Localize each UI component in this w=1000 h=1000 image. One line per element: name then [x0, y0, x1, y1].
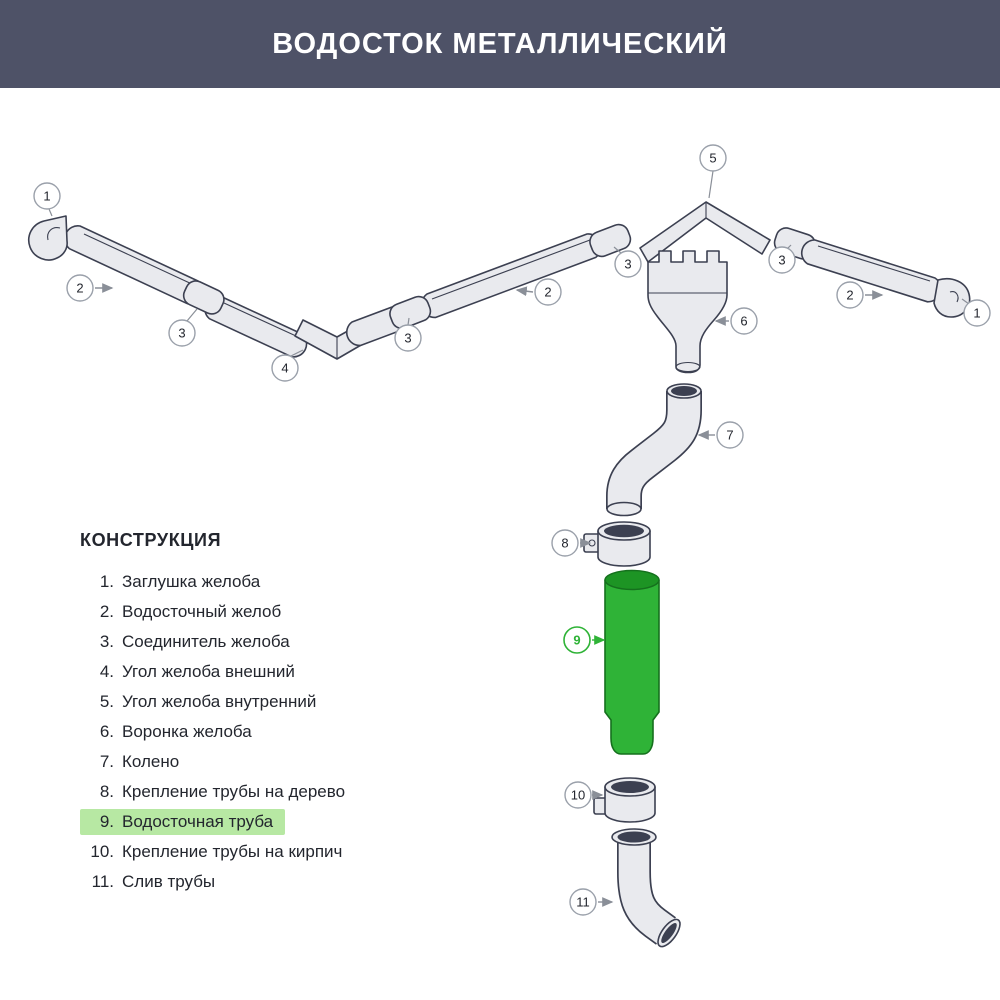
svg-text:4: 4 [281, 361, 288, 376]
callout-downpipe: 9 [563, 626, 591, 654]
legend-item-label: Угол желоба внешний [122, 662, 295, 681]
svg-text:3: 3 [178, 326, 185, 341]
callout-gutter-connector-peak: 3 [614, 250, 642, 278]
pipe-outlet [611, 828, 681, 948]
funnel [647, 250, 728, 374]
legend-item-number: 3. [99, 632, 114, 651]
svg-text:8: 8 [561, 536, 568, 551]
legend-title: КОНСТРУКЦИЯ [80, 530, 222, 550]
gutter-end-cap-left [28, 215, 68, 261]
callout-pipe-bracket-wood: 8 [551, 529, 579, 557]
legend-item-number: 8. [99, 782, 114, 801]
callouts: 1 2 3 4 3 2 3 5 3 [33, 144, 991, 916]
gutter-connector-peak [589, 223, 632, 258]
legend-item-label: Колено [122, 752, 180, 771]
svg-text:11: 11 [576, 895, 590, 910]
svg-text:1: 1 [973, 306, 980, 321]
legend-item-label: Заглушка желоба [122, 572, 261, 591]
gutter-connector-middle [389, 295, 432, 330]
svg-text:2: 2 [76, 281, 83, 296]
svg-text:3: 3 [404, 331, 411, 346]
legend-item-number: 10. [90, 842, 114, 861]
legend-item: 3. Соединитель желоба [80, 627, 520, 657]
callout-gutter-middle: 2 [534, 278, 562, 306]
pipe-bracket-brick [593, 777, 656, 823]
svg-text:9: 9 [573, 633, 580, 648]
legend-item: 8. Крепление трубы на дерево [80, 777, 520, 807]
svg-text:1: 1 [43, 189, 50, 204]
legend-item: 1. Заглушка желоба [80, 567, 520, 597]
legend-item-number: 11. [91, 872, 114, 891]
page-title: ВОДОСТОК МЕТАЛЛИЧЕСКИЙ [272, 27, 728, 60]
downpipe [604, 569, 660, 755]
legend-item-label: Слив трубы [122, 872, 216, 891]
svg-text:10: 10 [571, 788, 585, 803]
legend-item-label: Водосточный желоб [122, 602, 282, 621]
legend-item-label: Крепление трубы на кирпич [122, 842, 343, 861]
svg-text:2: 2 [544, 285, 551, 300]
callout-elbow: 7 [716, 421, 744, 449]
callout-gutter-corner-inner: 5 [699, 144, 727, 172]
legend-item-number: 6. [99, 722, 114, 741]
svg-text:7: 7 [726, 428, 733, 443]
callout-gutter-end-cap-right: 1 [963, 299, 991, 327]
legend-list: 1. Заглушка желоба 2. Водосточный желоб 3.… [80, 567, 520, 897]
legend-item: 6. Воронка желоба [80, 717, 520, 747]
legend-item-highlighted: 9. Водосточная труба [80, 807, 520, 837]
svg-text:3: 3 [624, 257, 631, 272]
svg-text:2: 2 [846, 288, 853, 303]
callout-gutter-connector-middle: 3 [394, 324, 422, 352]
gutter-section-right [800, 239, 942, 303]
callout-pipe-bracket-brick: 10 [564, 781, 592, 809]
callout-gutter-corner-outer: 4 [271, 354, 299, 382]
svg-text:3: 3 [778, 253, 785, 268]
legend-item-number: 2. [99, 602, 114, 621]
legend-item: 2. Водосточный желоб [80, 597, 520, 627]
callout-gutter-right: 2 [836, 281, 864, 309]
pipe-bracket-wood [583, 521, 651, 567]
legend-item-number: 9. [99, 812, 114, 831]
legend-item: 5. Угол желоба внутренний [80, 687, 520, 717]
callout-gutter-end-cap-left: 1 [33, 182, 61, 210]
gutter-connector-left [182, 280, 225, 315]
elbow-pipe [606, 383, 702, 517]
legend-item: 7. Колено [80, 747, 520, 777]
legend-item: 10. Крепление трубы на кирпич [80, 837, 520, 867]
callout-gutter-connector-right: 3 [768, 246, 796, 274]
legend-item-label: Угол желоба внутренний [122, 692, 317, 711]
legend-item-label: Крепление трубы на дерево [122, 782, 346, 801]
callout-funnel: 6 [730, 307, 758, 335]
legend-item: 4. Угол желоба внешний [80, 657, 520, 687]
svg-text:6: 6 [740, 314, 747, 329]
callout-gutter-connector-left: 3 [168, 319, 196, 347]
legend-item-label: Соединитель желоба [122, 632, 290, 651]
legend-item-number: 5. [99, 692, 114, 711]
header-bar: ВОДОСТОК МЕТАЛЛИЧЕСКИЙ [0, 0, 1000, 88]
legend-item-label: Водосточная труба [122, 812, 274, 831]
gutter-assembly [28, 201, 971, 948]
legend-item-number: 7. [99, 752, 114, 771]
gutter-section-middle [345, 233, 602, 347]
legend-item-number: 1. [99, 572, 114, 591]
callout-leaders [48, 170, 970, 907]
legend-item-label: Воронка желоба [122, 722, 252, 741]
legend-item-number: 4. [99, 662, 114, 681]
legend-item: 11. Слив трубы [80, 867, 520, 897]
callout-gutter-left: 2 [66, 274, 94, 302]
callout-pipe-outlet: 11 [569, 888, 597, 916]
legend: КОНСТРУКЦИЯ 1. Заглушка желоба 2. Водосточ… [80, 530, 520, 897]
svg-text:5: 5 [709, 151, 716, 166]
